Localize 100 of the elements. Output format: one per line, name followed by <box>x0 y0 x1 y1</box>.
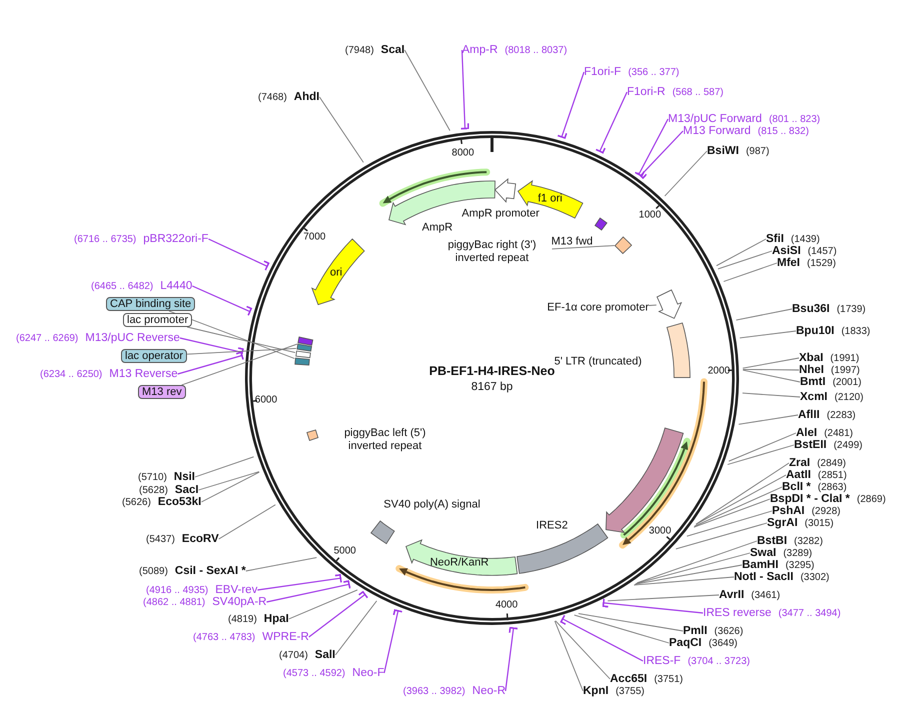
scale-number: 7000 <box>303 231 326 242</box>
site-position: (2851) <box>818 470 847 481</box>
leader-line <box>200 472 260 502</box>
enzyme-name: ScaI <box>380 44 405 56</box>
site-position: (5710) <box>138 472 167 483</box>
leader-line <box>739 330 796 338</box>
leader-line <box>208 238 270 271</box>
enzyme-name: PaqCI <box>669 637 702 649</box>
site-position: (1439) <box>790 234 820 245</box>
site-position: (2869) <box>856 494 886 505</box>
feature-tag: M13 rev <box>138 385 186 399</box>
site-position: (3295) <box>785 560 814 571</box>
leader-line <box>694 486 782 527</box>
enzyme-name: SacI <box>174 484 199 496</box>
leader-line <box>384 609 404 674</box>
enzyme-name: NotI - SacII <box>734 571 794 583</box>
primer-range: (4862 .. 4881) <box>143 597 206 608</box>
leader-line <box>460 50 470 130</box>
enzyme-name: HpaI <box>264 613 289 625</box>
leader-line <box>664 150 708 196</box>
enzyme-name: XcmI <box>800 391 828 403</box>
enzyme-name: SwaI <box>750 547 776 559</box>
primer-range: (3704 .. 3723) <box>688 656 750 667</box>
primer-range: (4916 .. 4935) <box>146 585 208 596</box>
primer-name: SV40pA-R <box>212 596 267 608</box>
feature-label: 5' LTR (truncated) <box>554 355 642 368</box>
primer-range: (6465 .. 6482) <box>91 281 154 292</box>
site-position: (1991) <box>830 353 860 364</box>
primer-name: M13 Reverse <box>109 368 178 380</box>
primer-name: F1ori-R <box>627 86 666 98</box>
feature-tag: CAP binding site <box>106 297 196 311</box>
leader-line <box>186 326 296 354</box>
site-position: (1997) <box>830 365 860 376</box>
site-position: (3751) <box>654 674 683 685</box>
enzyme-name: Eco53kI <box>158 496 202 508</box>
leader-line <box>742 392 800 398</box>
leader-line <box>257 573 342 591</box>
enzyme-name: BmtI <box>800 376 826 388</box>
scale-number: 3000 <box>648 525 672 536</box>
feature-label: AmpR promoter <box>462 208 540 221</box>
scale-number: 1000 <box>638 209 662 220</box>
enzyme-name: AsiSI <box>772 245 801 257</box>
site-position: (2001) <box>832 377 862 388</box>
feature-label: f1 ori <box>538 192 562 206</box>
leader-line <box>245 557 318 572</box>
primer-range: (568 .. 587) <box>672 87 724 98</box>
enzyme-name: BamHI <box>742 559 778 571</box>
primer-range: (815 .. 832) <box>758 126 809 137</box>
primer-range: (801 .. 823) <box>768 114 820 125</box>
leader-line <box>319 96 364 163</box>
leader-line <box>648 304 657 306</box>
feature-label: piggyBac right (3') inverted repeat <box>446 239 538 265</box>
leader-line <box>186 348 297 355</box>
site-position: (2120) <box>834 392 864 403</box>
enzyme-name: NheI <box>799 364 824 376</box>
plasmid-length: 8167 bp <box>471 381 513 393</box>
site-position: (7468) <box>258 92 287 103</box>
primer-range: (6716 .. 6735) <box>74 234 136 245</box>
leader-line <box>602 598 704 614</box>
feature-label: ori <box>330 266 342 280</box>
site-position: (1833) <box>841 326 870 337</box>
enzyme-name: PmlI <box>683 625 708 637</box>
site-position: (3302) <box>800 572 830 583</box>
enzyme-name: AatII <box>786 469 811 481</box>
scale-number: 4000 <box>495 599 518 610</box>
primer-name: F1ori-F <box>584 66 622 78</box>
site-position: (1529) <box>807 258 836 269</box>
site-position: (3626) <box>714 626 744 637</box>
site-position: (3461) <box>751 590 780 601</box>
site-position: (1739) <box>836 304 866 315</box>
primer-range: (4573 .. 4592) <box>283 668 346 679</box>
leader-line <box>742 358 800 369</box>
plasmid-name: PB-EF1-H4-IRES-Neo <box>429 364 555 378</box>
site-position: (1457) <box>808 246 837 257</box>
leader-line <box>634 576 734 586</box>
site-position: (5626) <box>122 497 151 508</box>
leader-line <box>693 498 770 528</box>
leader-line <box>266 579 351 603</box>
primer-name: IRES-F <box>643 655 681 667</box>
leader-line <box>574 614 670 644</box>
feature-label: EF-1α core promoter <box>547 302 649 314</box>
site-position: (3015) <box>804 518 834 529</box>
site-position: (2499) <box>834 440 862 451</box>
enzyme-name: Bsu36I <box>792 303 830 315</box>
leader-line <box>716 238 766 266</box>
primer-name: EBV-rev <box>215 584 258 596</box>
scale-number: 6000 <box>254 394 278 406</box>
leader-line <box>728 432 796 462</box>
leader-line <box>556 72 585 140</box>
feature-label: piggyBac left (5') inverted repeat <box>343 426 427 453</box>
primer-name: Amp-R <box>462 44 498 56</box>
site-position: (3289) <box>783 548 812 559</box>
primer-name: Neo-F <box>352 667 384 679</box>
enzyme-name: SfiI <box>766 233 784 245</box>
enzyme-name: BsiWI <box>707 145 739 157</box>
leader-line <box>555 620 610 680</box>
enzyme-name: AflII <box>798 409 820 421</box>
enzyme-name: BstEII <box>794 439 827 451</box>
site-position: (2863) <box>818 482 847 493</box>
site-position: (7948) <box>345 45 374 56</box>
